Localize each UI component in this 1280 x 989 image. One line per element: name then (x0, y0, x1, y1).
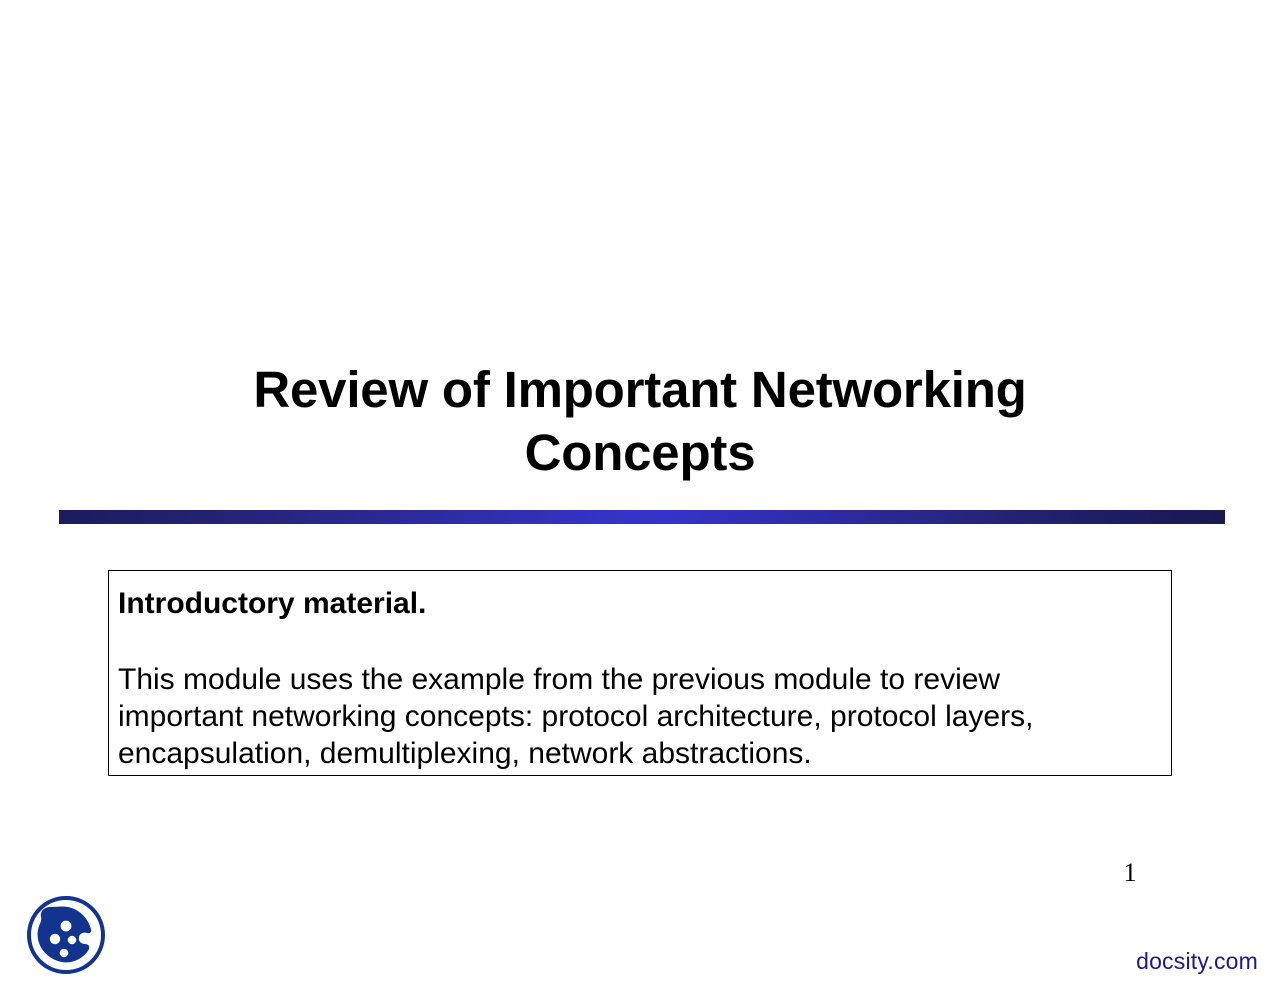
body-paragraph-line-2: important networking concepts: protocol … (118, 700, 1034, 733)
body-paragraph-line-3: encapsulation, demultiplexing, network a… (118, 737, 812, 770)
body-paragraph: This module uses the example from the pr… (118, 661, 1162, 772)
slide-title: Review of Important Networking Concepts (64, 358, 1216, 484)
page-number: 1 (1123, 858, 1137, 887)
docsity-cookie-logo-icon (24, 893, 108, 977)
body-paragraph-line-1: This module uses the example from the pr… (118, 663, 1001, 696)
body-heading: Introductory material. (118, 587, 427, 620)
title-divider-bar (59, 510, 1225, 524)
slide-title-line-1: Review of Important Networking (253, 361, 1027, 418)
body-text-box-content: Introductory material. This module uses … (118, 585, 1162, 772)
body-text-box: Introductory material. This module uses … (108, 570, 1172, 776)
brand-text: docsity.com (1136, 948, 1258, 974)
slide-title-line-2: Concepts (524, 424, 756, 481)
